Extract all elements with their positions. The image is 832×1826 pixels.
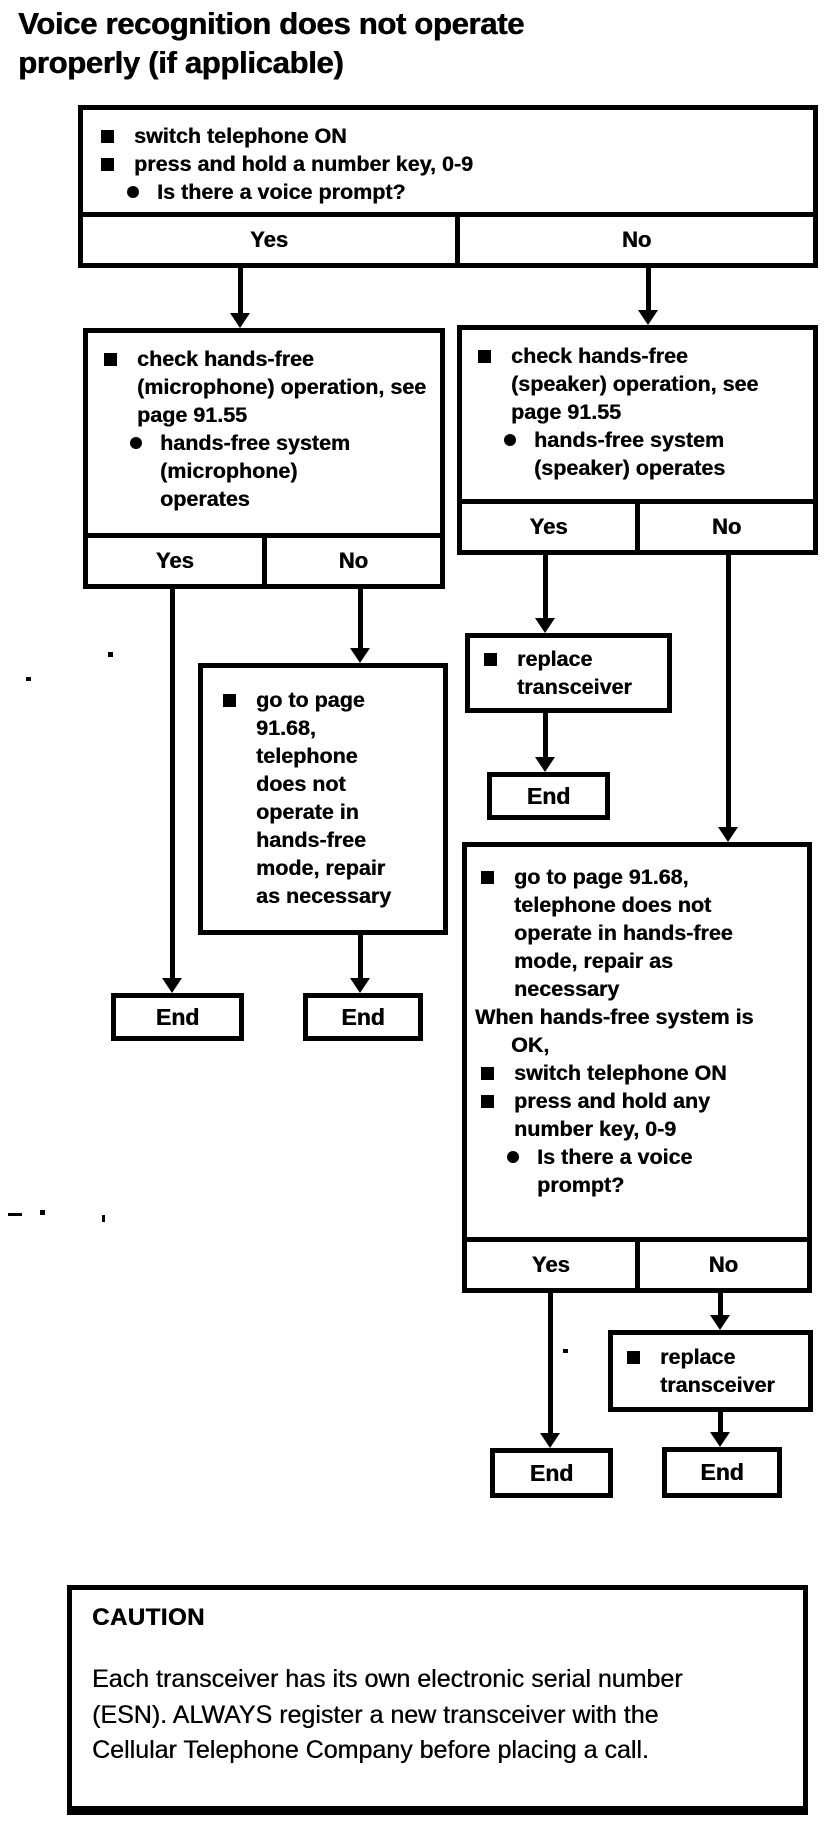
- list-item: check hands-free (microphone) operation,…: [104, 345, 432, 429]
- arrowhead-icon: [718, 827, 738, 842]
- flow-box-retest: go to page 91.68, telephone does not ope…: [462, 842, 812, 1293]
- circle-bullet-icon: [504, 434, 516, 446]
- step-text: press and hold any number key, 0-9: [514, 1089, 710, 1141]
- circle-bullet-icon: [507, 1151, 519, 1163]
- flow-box-check-speaker: check hands-free (speaker) operation, se…: [457, 325, 818, 555]
- answer-yes: Yes: [531, 1252, 570, 1277]
- list-item: hands-free system (microphone) operates: [130, 429, 432, 513]
- caution-box: CAUTION Each transceiver has its own ele…: [67, 1585, 808, 1815]
- answer-no: No: [634, 1242, 808, 1288]
- arrowhead-icon: [710, 1315, 730, 1330]
- square-bullet-icon: [627, 1351, 640, 1364]
- end-box: End: [487, 772, 610, 820]
- step-text: replace transceiver: [660, 1345, 775, 1397]
- answer-row: Yes No: [88, 533, 440, 584]
- list-item: switch telephone ON: [101, 122, 805, 150]
- connector-line: [726, 555, 731, 829]
- answer-yes: Yes: [529, 514, 568, 539]
- arrowhead-icon: [230, 313, 250, 328]
- arrowhead-icon: [535, 618, 555, 633]
- end-box: End: [303, 993, 423, 1041]
- step-text: replace transceiver: [517, 647, 632, 699]
- square-bullet-icon: [223, 694, 236, 707]
- step-text: check hands-free (speaker) operation, se…: [511, 344, 759, 424]
- flow-box-replace-transceiver-2: replace transceiver: [608, 1330, 813, 1412]
- answer-row: Yes No: [462, 499, 813, 550]
- connector-line: [718, 1293, 723, 1317]
- list-item: switch telephone ON: [481, 1059, 801, 1087]
- list-item: Is there a voice prompt?: [127, 178, 805, 206]
- list-item: Is there a voice prompt?: [507, 1143, 801, 1199]
- flow-box-check-microphone: check hands-free (microphone) operation,…: [83, 328, 445, 589]
- connector-line: [543, 555, 548, 620]
- arrowhead-icon: [162, 978, 182, 993]
- list-item: go to page 91.68, telephone does not ope…: [481, 863, 801, 1003]
- caution-body: Each transceiver has its own electronic …: [92, 1665, 683, 1764]
- step-text: switch telephone ON: [134, 124, 347, 148]
- answer-yes: Yes: [155, 548, 194, 573]
- caution-heading: CAUTION: [92, 1604, 205, 1631]
- step-text: go to page 91.68, telephone does not ope…: [256, 688, 392, 908]
- connector-line: [170, 589, 175, 980]
- square-bullet-icon: [481, 871, 494, 884]
- square-bullet-icon: [478, 350, 491, 363]
- step-text: press and hold a number key, 0-9: [134, 152, 473, 176]
- end-box: End: [490, 1448, 613, 1498]
- answer-no: No: [635, 504, 813, 550]
- answer-row: Yes No: [467, 1237, 807, 1288]
- arrowhead-icon: [350, 978, 370, 993]
- page-title: Voice recognition does not operate prope…: [18, 6, 524, 81]
- arrowhead-icon: [710, 1432, 730, 1447]
- arrowhead-icon: [540, 1433, 560, 1448]
- arrowhead-icon: [350, 648, 370, 663]
- connector-line: [718, 1412, 723, 1434]
- flow-box-start: switch telephone ON press and hold a num…: [78, 105, 818, 268]
- question-text: Is there a voice prompt?: [537, 1145, 693, 1197]
- note-text: When hands-free system is OK,: [475, 1005, 754, 1057]
- answer-no: No: [455, 217, 813, 263]
- connector-line: [358, 935, 363, 980]
- question-text: Is there a voice prompt?: [157, 180, 406, 204]
- circle-bullet-icon: [127, 186, 139, 198]
- square-bullet-icon: [104, 353, 117, 366]
- arrowhead-icon: [638, 310, 658, 325]
- scan-speck: [26, 677, 31, 681]
- square-bullet-icon: [101, 130, 114, 143]
- step-text: check hands-free (microphone) operation,…: [137, 347, 427, 427]
- list-item: go to page 91.68, telephone does not ope…: [223, 686, 437, 910]
- connector-line: [646, 268, 651, 312]
- scan-speck: [563, 1349, 568, 1353]
- list-item: hands-free system (speaker) operates: [504, 426, 805, 482]
- step-text: switch telephone ON: [514, 1061, 727, 1085]
- answer-yes: Yes: [250, 227, 288, 252]
- list-item: press and hold a number key, 0-9: [101, 150, 805, 178]
- list-item: press and hold any number key, 0-9: [481, 1087, 801, 1143]
- arrowhead-icon: [535, 757, 555, 772]
- list-item: check hands-free (speaker) operation, se…: [478, 342, 805, 426]
- answer-no: No: [261, 538, 441, 584]
- answer-row: Yes No: [83, 212, 813, 263]
- connector-line: [548, 1293, 553, 1435]
- end-box: End: [662, 1447, 782, 1498]
- end-box: End: [111, 993, 244, 1041]
- scan-speck: [102, 1215, 105, 1222]
- connector-line: [358, 589, 363, 650]
- scan-speck: [8, 1213, 22, 1216]
- result-text: hands-free system (speaker) operates: [534, 428, 726, 480]
- scan-speck: [40, 1210, 45, 1215]
- step-text: go to page 91.68, telephone does not ope…: [514, 865, 733, 1001]
- circle-bullet-icon: [130, 437, 142, 449]
- square-bullet-icon: [484, 653, 497, 666]
- square-bullet-icon: [481, 1067, 494, 1080]
- scan-speck: [108, 652, 113, 657]
- list-item: replace transceiver: [484, 645, 663, 701]
- result-text: hands-free system (microphone) operates: [160, 431, 350, 511]
- square-bullet-icon: [481, 1095, 494, 1108]
- connector-line: [543, 713, 548, 759]
- list-item: replace transceiver: [627, 1343, 804, 1399]
- connector-line: [238, 268, 243, 315]
- flow-box-replace-transceiver-1: replace transceiver: [465, 633, 672, 713]
- flow-box-goto-91-68: go to page 91.68, telephone does not ope…: [198, 663, 448, 935]
- square-bullet-icon: [101, 158, 114, 171]
